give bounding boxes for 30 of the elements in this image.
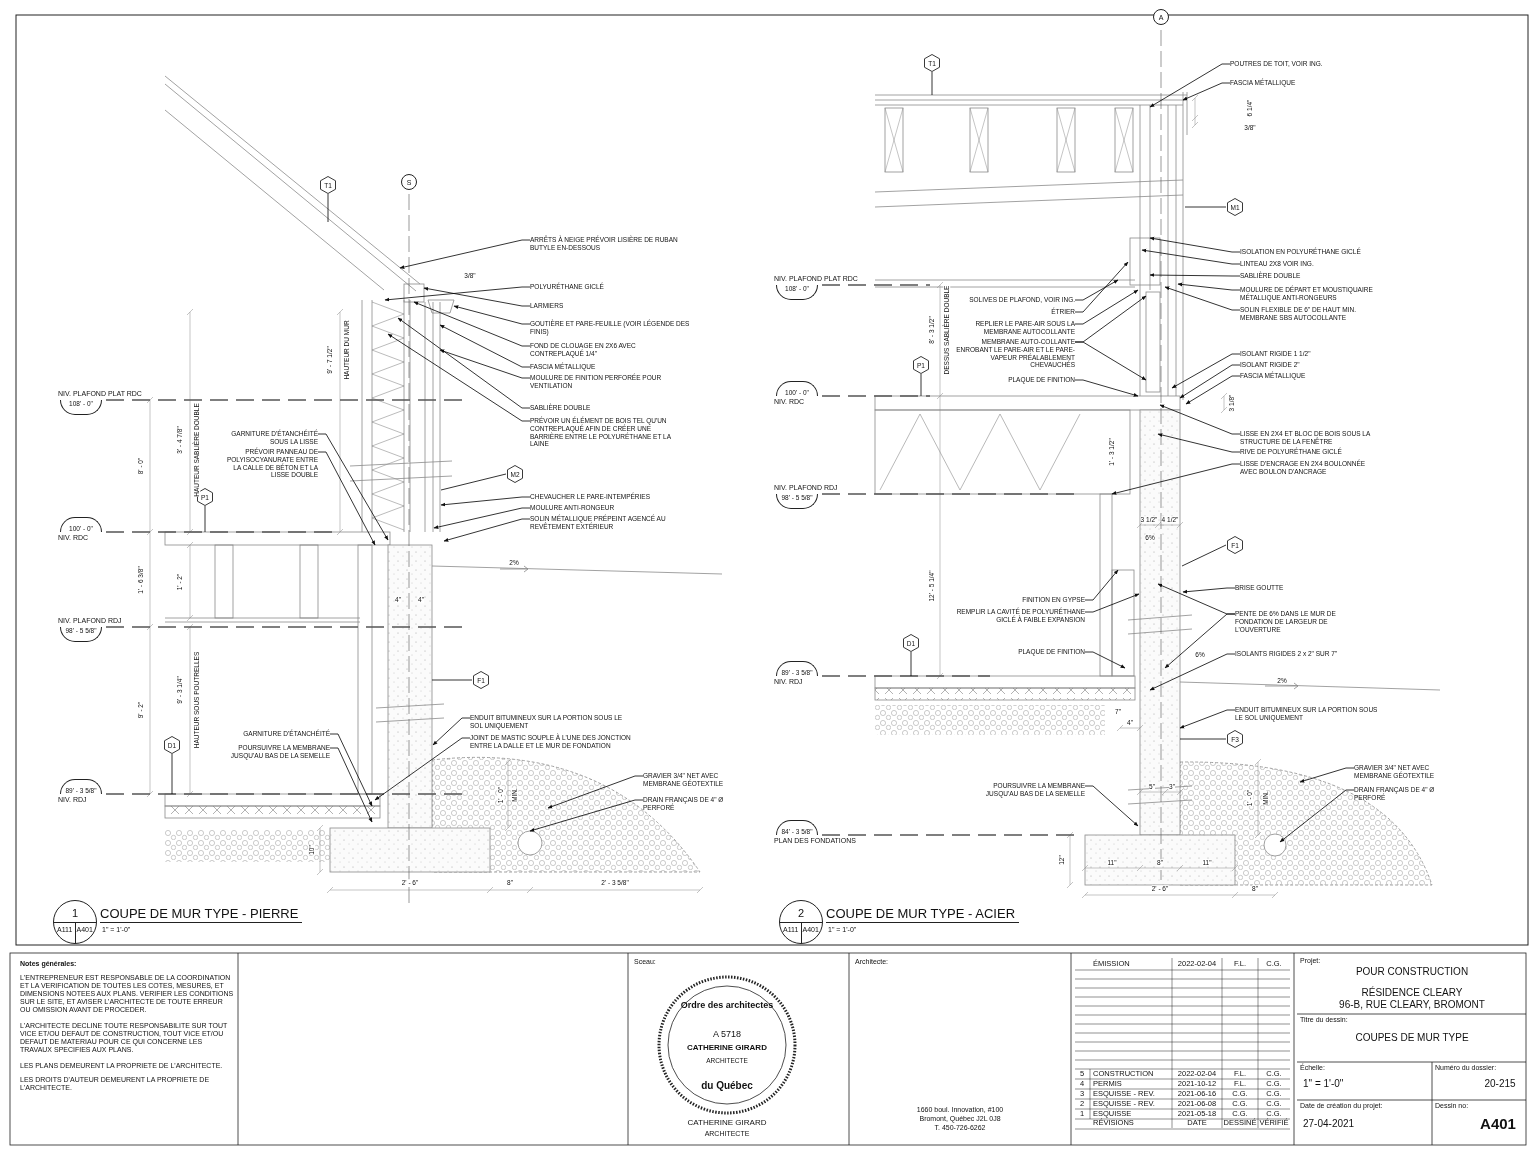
project-text: RÉSIDENCE CLEARY: [1361, 987, 1463, 999]
architect-name: CATHERINE GIRARD: [687, 1118, 767, 1128]
leader-line: [931, 71, 933, 96]
section-number: 1: [70, 907, 80, 920]
leader-line: [431, 679, 473, 681]
section-title: COUPE DE MUR TYPE - ACIER: [826, 907, 1019, 923]
section-bubble: [779, 900, 823, 944]
file-number: 20-215: [1484, 1078, 1516, 1090]
leader-line: [327, 193, 329, 223]
seal-text: CATHERINE GIRARD: [687, 1043, 767, 1053]
leader-line: [920, 373, 922, 397]
section-bubble: [53, 900, 97, 944]
leader-line: [204, 505, 206, 533]
sheet-number: A401: [1480, 1115, 1516, 1133]
leader-line: [171, 753, 173, 795]
seal-text: Ordre des architectes: [680, 999, 774, 1011]
leader-line: [910, 651, 912, 677]
date-value: 27-04-2021: [1303, 1118, 1355, 1130]
leader-line: [1181, 544, 1227, 567]
leader-line: [440, 473, 507, 491]
seal-text: du Québec: [701, 1080, 753, 1092]
project-text: 96-B, RUE CLEARY, BROMONT: [1339, 999, 1485, 1011]
seal-text: A 5718: [713, 1028, 741, 1040]
drawing-title: COUPES DE MUR TYPE: [1355, 1032, 1469, 1044]
leader-line: [1179, 738, 1227, 740]
section-title: COUPE DE MUR TYPE - PIERRE: [100, 907, 303, 923]
scale-value: 1" = 1'-0": [1303, 1078, 1344, 1090]
leader-line: [1184, 206, 1227, 208]
project-text: POUR CONSTRUCTION: [1355, 966, 1469, 978]
section-number: 2: [796, 907, 806, 920]
